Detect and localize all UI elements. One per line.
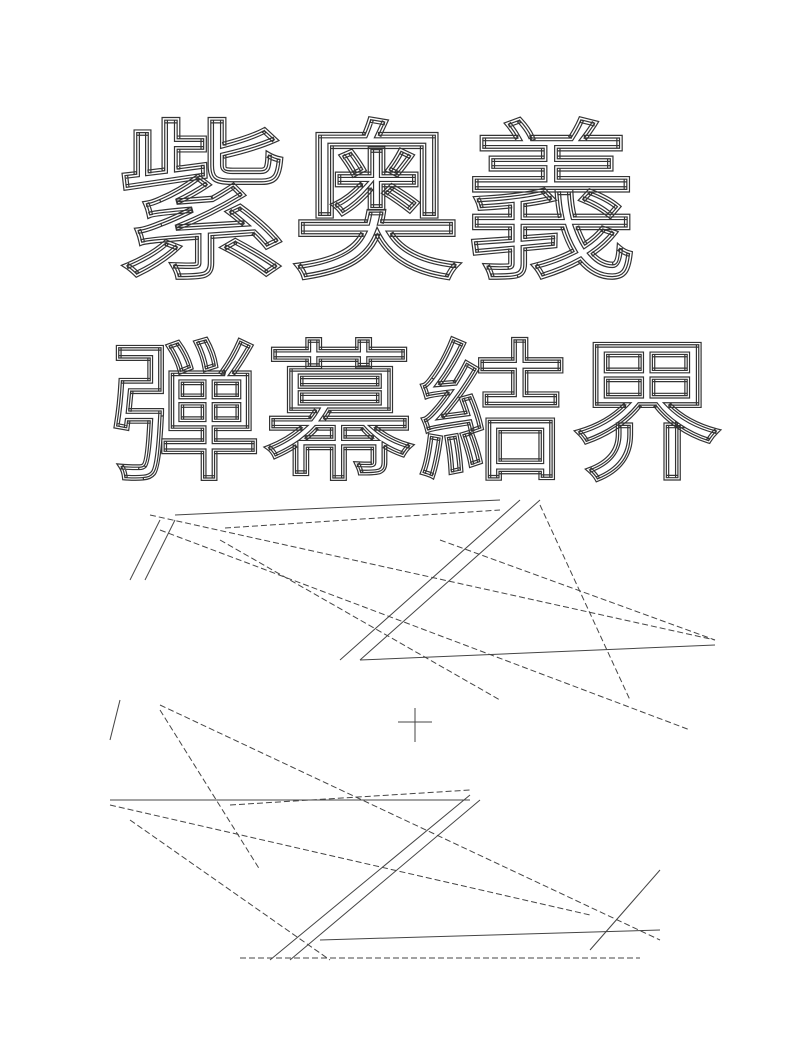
art-line [159, 529, 691, 731]
art-title-line-1: 紫奥義 [117, 105, 641, 304]
art-line [109, 699, 121, 741]
art-line [439, 539, 716, 641]
art-line [224, 509, 501, 529]
art-title-line-2: 弾幕結界 [109, 328, 727, 502]
art-line [129, 519, 161, 581]
art-line [319, 929, 661, 941]
art-line [229, 789, 471, 806]
lower-barrier-lines [109, 699, 661, 961]
art-line [109, 804, 591, 916]
art-line [144, 519, 176, 581]
art-line [159, 709, 261, 871]
art-line [129, 819, 331, 961]
upper-barrier-lines [129, 499, 716, 731]
art-line [269, 794, 471, 961]
art-line [159, 704, 661, 941]
art-line [174, 499, 501, 516]
sparkle-star [398, 708, 432, 742]
art-line [589, 869, 661, 951]
art-line [539, 504, 631, 701]
art-line [359, 644, 716, 661]
art-line [359, 499, 541, 661]
art-line [339, 499, 521, 661]
art-line [289, 799, 481, 961]
art-line [219, 539, 501, 701]
